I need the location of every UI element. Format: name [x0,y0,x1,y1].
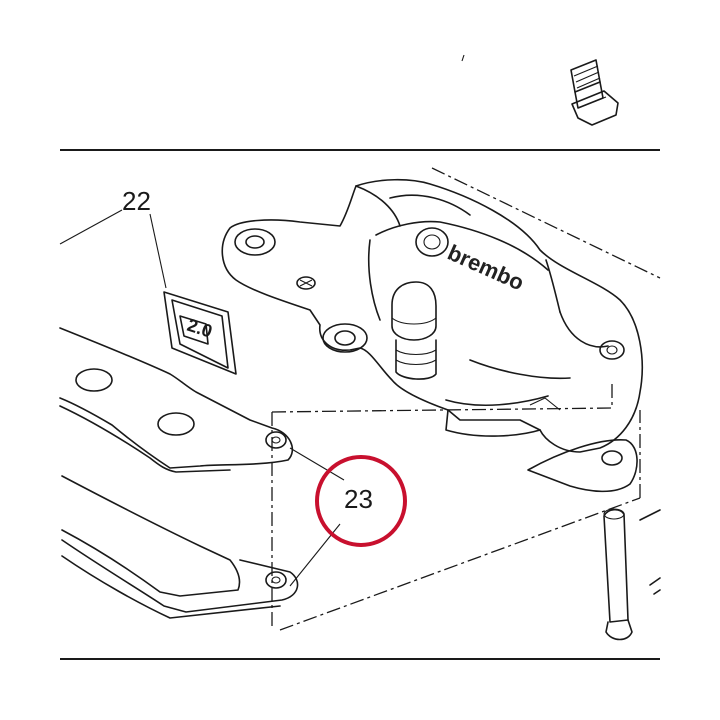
pad-retaining-pin [603,508,661,641]
callout-22-leaders [59,209,167,289]
highlight-circle [315,455,407,547]
caliper-mounting-bolt [570,59,619,126]
brake-pad-lower [61,475,299,619]
stray-mark [461,54,465,62]
pad-spring-clip: 2.0 [163,291,237,375]
brake-caliper: brembo [221,178,643,493]
brake-pad-upper [59,327,294,473]
callout-22-label: 22 [122,186,151,216]
callout-23-label: 23 [344,484,373,514]
callout-23-leaders [289,447,345,587]
alignment-guide [271,167,661,631]
